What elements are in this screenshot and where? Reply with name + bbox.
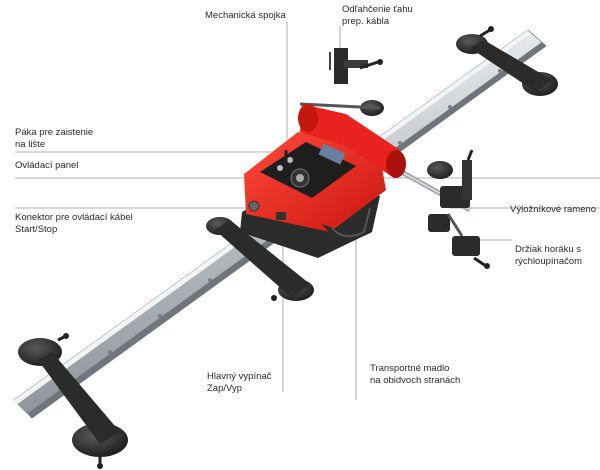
label-mechanical-coupling-text: Mechanická spojka: [205, 10, 286, 21]
label-main-switch: Hlavný vypínač Zap/Vyp: [207, 371, 271, 394]
label-extension-arm: Výložníkové rameno: [510, 204, 596, 216]
tractor-carriage: [240, 104, 406, 258]
label-transport-handle-line2: na obidvoch stranách: [370, 374, 461, 386]
base-foot-left: [18, 333, 128, 469]
base-foot-middle: [206, 217, 314, 301]
label-transport-handle: Transportné madlo na obidvoch stranách: [370, 363, 460, 386]
label-mechanical-coupling: Mechanická spojka: [205, 10, 286, 22]
torch-holder: [428, 149, 490, 269]
label-cable-strain-relief-line1: Odľahčenie ťahu: [342, 4, 413, 15]
leader-lines: [15, 22, 600, 400]
base-foot-right: [456, 26, 558, 96]
label-main-switch-line2: Zap/Vyp: [207, 382, 243, 394]
label-transport-handle-line1: Transportné madlo: [370, 363, 450, 374]
label-extension-arm-text: Výložníkové rameno: [510, 204, 597, 215]
label-lock-lever-line1: Páka pre zaistenie: [15, 127, 94, 138]
label-torch-holder: Držiak horáku s rýchloupínačom: [515, 244, 582, 267]
label-connector-line2: Start/Stop: [15, 223, 58, 235]
label-lock-lever: Páka pre zaistenie na lište: [15, 127, 93, 150]
cable-strain-relief: [329, 48, 383, 84]
label-torch-holder-line2: rýchloupínačom: [515, 255, 583, 267]
label-main-switch-line1: Hlavný vypínač: [207, 371, 272, 382]
carriage-rollers: [360, 100, 453, 179]
label-cable-strain-relief-line2: prep. kábla: [342, 15, 390, 27]
label-cable-strain-relief: Odľahčenie ťahu prep. kábla: [342, 4, 413, 27]
label-lock-lever-line2: na lište: [15, 138, 46, 150]
label-control-panel-text: Ovládací panel: [15, 160, 79, 171]
label-torch-holder-line1: Držiak horáku s: [515, 244, 581, 255]
label-connector-line1: Konektor pre ovládací kábel: [15, 212, 133, 223]
label-control-panel: Ovládací panel: [15, 160, 78, 172]
label-connector: Konektor pre ovládací kábel Start/Stop: [15, 212, 133, 235]
